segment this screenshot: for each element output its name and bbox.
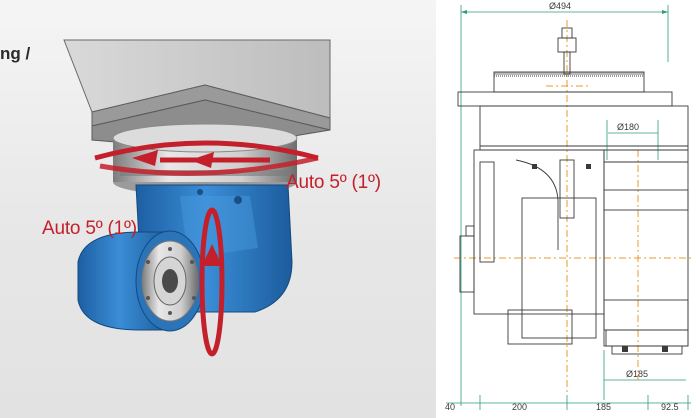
dimension-bottom-40: 40: [445, 402, 456, 412]
dimension-top-diameter: Ø494: [549, 1, 572, 11]
dimension-mid-diameter: Ø180: [617, 122, 640, 132]
machine-head-photo-panel: ng / Auto 5º (1º) Auto 5º (1º): [0, 0, 436, 418]
spindle-cylinder: [77, 230, 205, 332]
dimension-bottom-92-5: 92.5: [661, 402, 679, 412]
body-outline: [457, 27, 689, 355]
detail-marks: [494, 72, 668, 352]
technical-drawing-panel: Ø494 Ø180 Ø185 40 200 185 92.5: [436, 0, 696, 418]
dimension-bottom-200: 200: [512, 402, 528, 412]
caption-title: ng /: [0, 44, 31, 63]
dimension-bottom-185: 185: [596, 402, 612, 412]
horizontal-rotation-arrow: [94, 140, 319, 176]
dimension-arrowheads: [461, 10, 668, 14]
dimension-bottom-diameter: Ø185: [626, 369, 649, 379]
dimension-lines: [446, 5, 691, 410]
technical-drawing: [446, 5, 694, 410]
rotation-label-horizontal: Auto 5º (1º): [286, 172, 381, 193]
rotation-label-vertical: Auto 5º (1º): [42, 218, 137, 239]
milling-head-illustration: [63, 39, 331, 357]
vertical-rotation-arrow: [199, 207, 225, 357]
